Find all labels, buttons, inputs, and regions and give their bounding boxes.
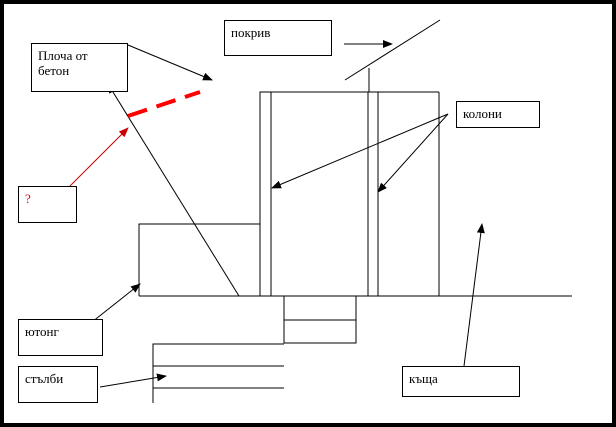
column-left [259, 91, 272, 297]
concrete-slab-dashed [127, 90, 201, 118]
question-arrow [69, 127, 129, 187]
ytong-arrow [91, 283, 141, 323]
stairs-shape [152, 343, 284, 403]
stairs-arrow [99, 373, 167, 388]
label-stairs: стълби [18, 366, 98, 403]
label-concrete-slab: Плоча от бетон [31, 43, 128, 92]
label-columns: колони [456, 101, 540, 128]
column-right [367, 91, 379, 297]
diagram-canvas: покрив Плоча от бетон колони ? ютонг стъ… [4, 4, 612, 423]
label-question: ? [18, 186, 77, 223]
label-roof: покрив [224, 20, 332, 56]
columns-arrow-left [271, 113, 449, 189]
columns-arrow-right [377, 113, 449, 193]
concrete-slab-long-arrow [107, 83, 240, 297]
house-section-drawing [69, 19, 572, 403]
house-arrow [463, 223, 485, 367]
label-house: къща [402, 366, 520, 397]
ytong-block [138, 223, 260, 296]
roof-line [344, 19, 441, 81]
label-ytong: ютонг [18, 319, 103, 356]
concrete-slab-arrow [127, 44, 213, 81]
